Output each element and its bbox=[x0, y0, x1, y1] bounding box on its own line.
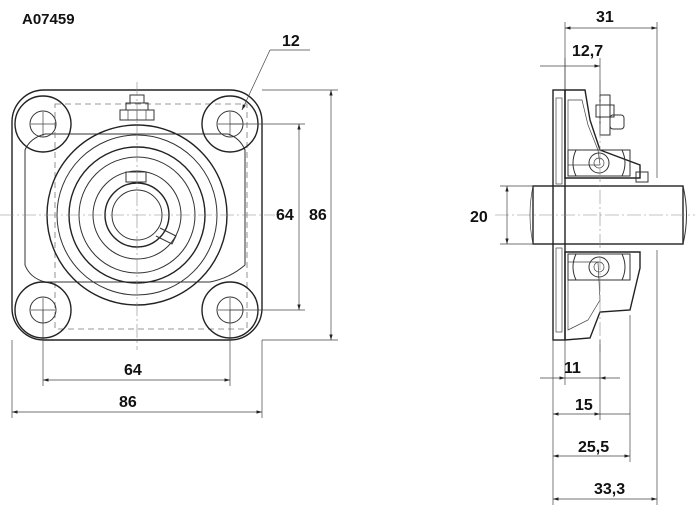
dim-25-5: 25,5 bbox=[578, 439, 609, 456]
dim-overall-height: 86 bbox=[309, 207, 327, 224]
eccentric-slot bbox=[155, 227, 177, 245]
front-view: 12 64 86 64 86 bbox=[0, 33, 338, 418]
dim-shaft-diameter: 20 bbox=[470, 209, 488, 226]
bolt-hole-top-left bbox=[14, 95, 72, 153]
dim-33-3: 33,3 bbox=[594, 481, 625, 498]
part-code: A07459 bbox=[22, 11, 75, 28]
dim-bolt-spacing-horizontal: 64 bbox=[124, 362, 142, 379]
dim-11: 11 bbox=[564, 360, 581, 377]
set-screw bbox=[125, 171, 147, 183]
housing-lower bbox=[564, 251, 641, 341]
dim-bolt-hole: 12 bbox=[282, 33, 300, 50]
side-view: 20 31 12,7 11 15 25,5 33,3 bbox=[470, 9, 695, 505]
dim-overall-width: 86 bbox=[119, 394, 137, 411]
housing-upper bbox=[564, 89, 641, 179]
housing-body bbox=[24, 133, 246, 283]
dim-15: 15 bbox=[575, 397, 593, 414]
set-screw-side bbox=[635, 171, 649, 183]
bearing-ball-bottom bbox=[567, 253, 631, 281]
hidden-square bbox=[54, 103, 248, 330]
bearing-ball-top bbox=[567, 149, 631, 177]
dim-overall-length: 31 bbox=[596, 9, 614, 26]
dim-bolt-spacing-vertical: 64 bbox=[276, 207, 294, 224]
dim-flange-offset: 12,7 bbox=[572, 43, 603, 60]
